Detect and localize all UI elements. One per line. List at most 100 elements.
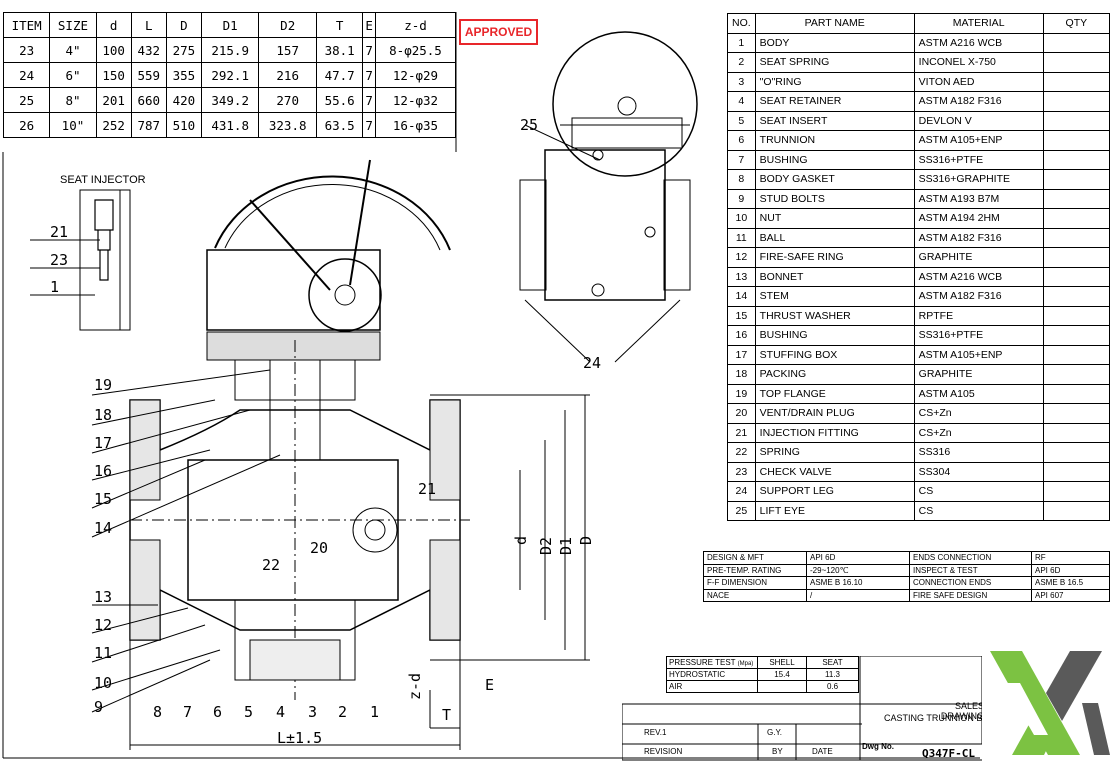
by-label: BY	[772, 747, 783, 756]
dimension-cell: 25	[2, 87, 51, 113]
callout-13: 13	[94, 588, 112, 606]
rev-label: REV.1	[644, 728, 667, 737]
dim-D: D	[577, 536, 595, 545]
pressure-title-cell: PRESSURE TEST (Mpa)	[666, 656, 758, 669]
part-material: INCONEL X-750	[913, 52, 1044, 73]
part-name: PACKING	[754, 364, 915, 385]
dim-header: D2	[258, 12, 317, 38]
dimension-cell: 270	[258, 87, 317, 113]
revision-label: REVISION	[644, 747, 683, 756]
dim-z-d: z-d	[406, 673, 424, 700]
spec-cell: NACE	[703, 588, 807, 602]
callout-21: 21	[418, 480, 436, 498]
dimension-cell: 47.7	[315, 62, 364, 88]
dimension-cell: 432	[130, 37, 167, 63]
dim-header: SIZE	[49, 12, 97, 38]
dim-T: T	[442, 706, 451, 724]
title-line1: SALES DRAWING	[940, 701, 984, 721]
part-material: ASTM A182 F316	[913, 227, 1044, 248]
callout-6: 6	[213, 703, 222, 721]
callout-14: 14	[94, 519, 112, 537]
dwg-number: Q347F-CL	[922, 747, 975, 760]
logo-green-stroke	[990, 651, 1080, 755]
callout-5: 5	[244, 703, 253, 721]
dim-D1: D1	[557, 537, 575, 555]
dimension-cell: 12-φ32	[374, 87, 457, 113]
dimension-cell: 150	[95, 62, 132, 88]
dimension-cell: 252	[95, 112, 132, 138]
dimension-cell: 355	[165, 62, 202, 88]
part-name: TOP FLANGE	[754, 383, 915, 404]
dimension-cell: 4"	[49, 37, 97, 63]
pressure-unit: (Mpa)	[737, 661, 754, 667]
callout-12: 12	[94, 616, 112, 634]
dimension-cell: 323.8	[258, 112, 317, 138]
part-name: LIFT EYE	[754, 500, 915, 521]
part-name: INJECTION FITTING	[754, 422, 915, 443]
callout-24: 24	[583, 354, 601, 372]
company-logo	[982, 643, 1114, 765]
spec-cell: API 607	[1031, 588, 1110, 602]
part-material: ASTM A105	[913, 383, 1044, 404]
pressure-title: PRESSURE TEST	[669, 658, 736, 667]
callout-25: 25	[520, 116, 538, 134]
dimension-cell: 292.1	[200, 62, 260, 88]
part-name: STEM	[754, 286, 915, 307]
dimension-cell: 63.5	[315, 112, 364, 138]
seat-injector-title: SEAT INJECTOR	[60, 174, 146, 186]
dwg-label: Dwg No.	[862, 742, 894, 751]
part-material: ASTM A105+ENP	[913, 130, 1044, 151]
dimension-cell: 24	[2, 62, 51, 88]
callout-15: 15	[94, 490, 112, 508]
part-material: ASTM A182 F316	[913, 286, 1044, 307]
dimension-cell: 6"	[49, 62, 97, 88]
dimension-cell: 431.8	[200, 112, 260, 138]
spec-cell: FIRE SAFE DESIGN	[909, 588, 1032, 602]
callout-18: 18	[94, 406, 112, 424]
callout-4: 4	[276, 703, 285, 721]
logo-green-stroke-low	[1012, 719, 1048, 755]
dim-D2: D2	[537, 537, 555, 555]
callout-16: 16	[94, 462, 112, 480]
inj-callout-21: 21	[50, 223, 68, 241]
part-name: THRUST WASHER	[754, 305, 915, 326]
dim-d: d	[512, 536, 530, 545]
callout-7: 7	[183, 703, 192, 721]
part-material: ASTM A105+ENP	[913, 344, 1044, 365]
gy-label: G.Y.	[767, 728, 782, 737]
callout-17: 17	[94, 434, 112, 452]
callout-3: 3	[308, 703, 317, 721]
dimension-cell: 559	[130, 62, 167, 88]
dim-header: ITEM	[2, 12, 51, 38]
dimension-cell: 8"	[49, 87, 97, 113]
callout-11: 11	[94, 644, 112, 662]
pressure-table: PRESSURE TEST (Mpa) SHELL SEAT HYDROSTAT…	[666, 656, 859, 693]
part-material: SS316+GRAPHITE	[913, 169, 1044, 190]
part-material: SS316+PTFE	[913, 149, 1044, 170]
